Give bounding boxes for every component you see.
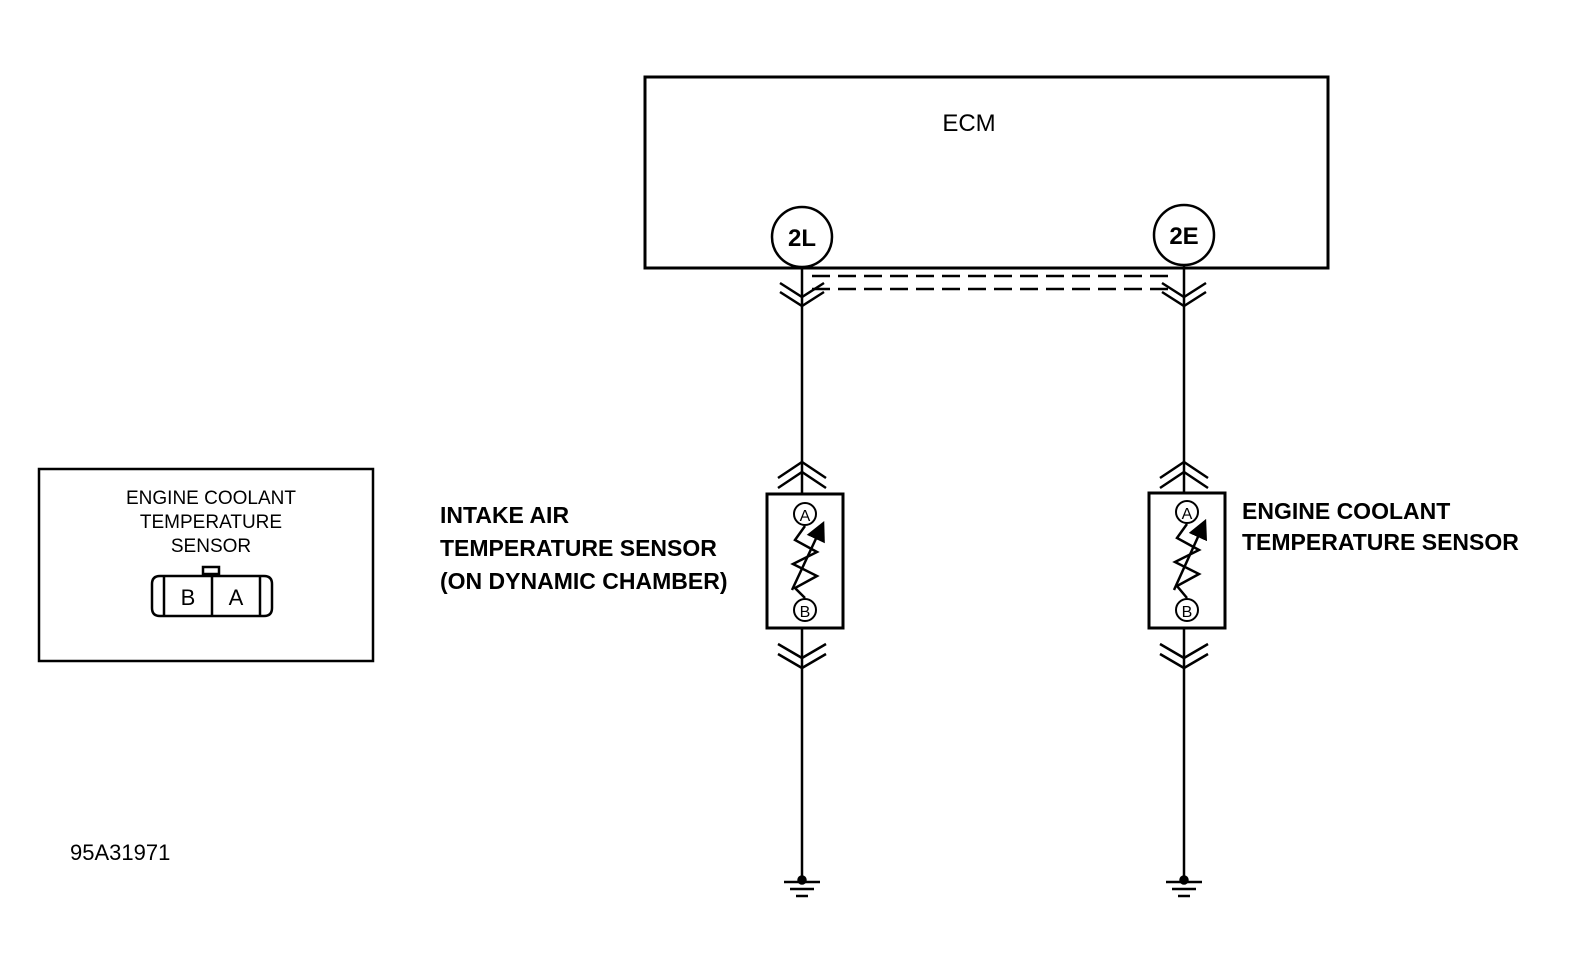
figure-code: 95A31971	[70, 840, 170, 865]
shield-wire	[812, 274, 1174, 291]
connector-pin-a: A	[229, 585, 244, 610]
coolant-label-line1: ENGINE COOLANT	[1242, 498, 1450, 524]
connector-title-line1: ENGINE COOLANT	[126, 488, 296, 509]
terminal-2e-label: 2E	[1169, 223, 1198, 250]
coolant-sensor-label: ENGINE COOLANT TEMPERATURE SENSOR	[1242, 498, 1519, 555]
connector-title-line3: SENSOR	[171, 536, 251, 557]
coolant-label-line2: TEMPERATURE SENSOR	[1242, 529, 1519, 555]
terminal-2l: 2L	[770, 205, 834, 269]
intake-sensor-label: INTAKE AIR TEMPERATURE SENSOR (ON DYNAMI…	[440, 502, 727, 594]
intake-pin-b: B	[800, 604, 811, 621]
connector-title-line2: TEMPERATURE	[140, 512, 282, 533]
intake-label-line1: INTAKE AIR	[440, 502, 569, 528]
terminal-2e: 2E	[1152, 203, 1216, 267]
engine-coolant-temp-sensor: A B	[1147, 491, 1227, 630]
ecm-label: ECM	[942, 110, 995, 137]
intake-air-temp-sensor: A B	[765, 492, 845, 630]
coolant-pin-a: A	[1182, 506, 1193, 523]
wire-left	[777, 267, 827, 876]
connector-icon	[150, 565, 274, 618]
ecm-module: ECM	[643, 75, 1330, 270]
wire-right	[1159, 265, 1209, 876]
thermistor-symbol	[790, 525, 820, 599]
ground-right-icon	[1166, 875, 1202, 898]
coolant-pin-b: B	[1182, 604, 1193, 621]
ground-left-icon	[784, 875, 820, 898]
terminal-2l-label: 2L	[788, 225, 816, 252]
intake-label-line3: (ON DYNAMIC CHAMBER)	[440, 568, 727, 594]
intake-pin-a: A	[800, 508, 811, 525]
connector-view-panel: ENGINE COOLANT TEMPERATURE SENSOR B A	[37, 467, 375, 663]
connector-pin-b: B	[181, 585, 196, 610]
intake-label-line2: TEMPERATURE SENSOR	[440, 535, 717, 561]
